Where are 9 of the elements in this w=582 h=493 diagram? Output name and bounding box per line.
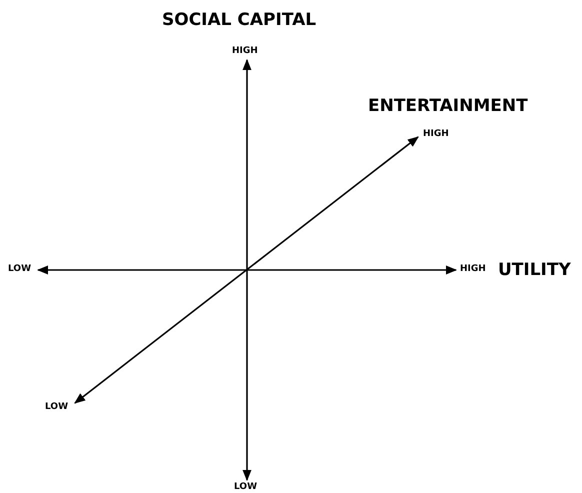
axis-level-label: LOW bbox=[234, 481, 257, 493]
axis-level-label: HIGH bbox=[460, 263, 486, 275]
axis-level-label: LOW bbox=[45, 401, 68, 413]
axis-title: SOCIAL CAPITAL bbox=[162, 9, 316, 31]
axis-level-label: HIGH bbox=[423, 128, 449, 140]
axis-title: ENTERTAINMENT bbox=[368, 95, 528, 117]
axis-title: UTILITY bbox=[498, 259, 571, 281]
axis-level-label: HIGH bbox=[232, 45, 258, 57]
axis-level-label: LOW bbox=[8, 263, 31, 275]
